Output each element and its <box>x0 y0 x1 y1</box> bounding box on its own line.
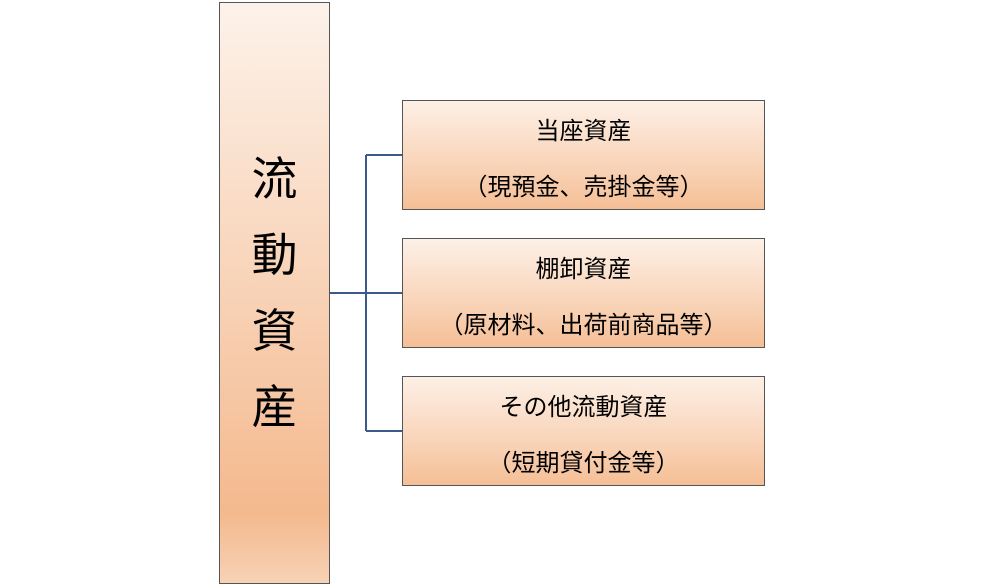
main-node-char: 動 <box>251 228 298 282</box>
main-node-current-assets: 流 動 資 産 <box>219 2 330 584</box>
child-node-detail: （短期貸付金等） <box>487 449 680 477</box>
child-node-other-current-assets: その他流動資産 （短期貸付金等） <box>402 376 765 486</box>
child-node-detail: （現預金、売掛金等） <box>463 173 704 201</box>
child-node-title: 棚卸資産 <box>535 255 632 283</box>
child-node-quick-assets: 当座資産 （現預金、売掛金等） <box>402 100 765 210</box>
child-node-detail: （原材料、出荷前商品等） <box>439 311 728 339</box>
child-node-title: 当座資産 <box>535 117 632 145</box>
child-node-inventory: 棚卸資産 （原材料、出荷前商品等） <box>402 238 765 348</box>
main-node-char: 産 <box>251 380 298 434</box>
main-node-char: 資 <box>251 304 298 358</box>
main-node-char: 流 <box>251 152 298 206</box>
child-node-title: その他流動資産 <box>499 393 668 421</box>
